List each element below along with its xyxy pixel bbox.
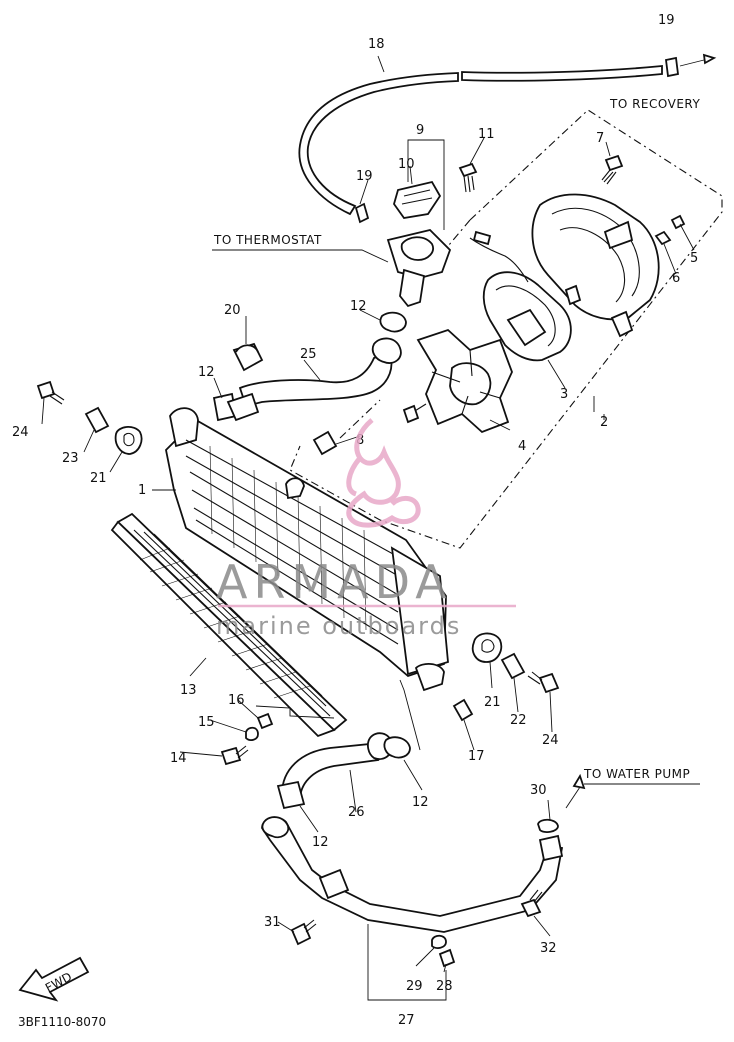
diagram-code: 3BF1110-8070 <box>18 1015 106 1029</box>
grommet-21-left <box>114 426 143 455</box>
bolt-5 <box>670 214 686 230</box>
label-17: 17 <box>468 749 485 764</box>
hose-leader <box>399 679 421 751</box>
bolt-24-left <box>36 380 65 405</box>
label-11: 11 <box>478 127 495 142</box>
recovery-hose <box>298 53 717 216</box>
label-24-left: 24 <box>12 425 29 440</box>
clamp-12-lower <box>383 736 411 759</box>
bolt-24-right <box>527 671 560 694</box>
label-2: 2 <box>600 415 608 430</box>
label-31: 31 <box>264 915 281 930</box>
fwd-label: FWD <box>43 970 74 996</box>
clip-19-left <box>354 202 370 224</box>
hose-26 <box>276 732 394 810</box>
bolt-7 <box>601 154 624 185</box>
label-24-right: 24 <box>542 733 559 748</box>
label-23: 23 <box>62 451 79 466</box>
assembly-outline <box>289 109 723 549</box>
fan-motor <box>469 230 572 362</box>
bolt-14 <box>220 745 249 766</box>
radiator-cap-20 <box>232 342 264 372</box>
label-18: 18 <box>368 37 385 52</box>
label-7: 7 <box>596 131 604 146</box>
clamp-12-top <box>379 311 407 333</box>
bracket-8 <box>312 430 338 456</box>
label-20: 20 <box>224 303 241 318</box>
fan-blade <box>402 328 513 434</box>
collar-23 <box>84 406 110 434</box>
pipe-27 <box>261 816 564 933</box>
label-32: 32 <box>540 941 557 956</box>
filler-neck <box>386 229 452 308</box>
label-9: 9 <box>416 123 424 138</box>
label-15: 15 <box>198 715 215 730</box>
note-to-thermostat: TO THERMOSTAT <box>213 233 322 247</box>
label-29: 29 <box>406 979 423 994</box>
fan-shroud <box>531 193 660 338</box>
grille-bracket-line <box>255 705 335 719</box>
note-to-recovery: TO RECOVERY <box>609 97 700 111</box>
label-21-right: 21 <box>484 695 501 710</box>
label-4: 4 <box>518 439 526 454</box>
nut-16 <box>256 712 274 730</box>
label-6: 6 <box>672 271 680 286</box>
note-to-water-pump: TO WATER PUMP <box>583 767 690 781</box>
label-3: 3 <box>560 387 568 402</box>
clip-17 <box>452 698 474 722</box>
watermark-logo-icon <box>346 418 421 528</box>
label-19-left: 19 <box>356 169 373 184</box>
label-12-left: 12 <box>198 365 215 380</box>
filler-cap <box>393 180 442 219</box>
label-5: 5 <box>690 251 698 266</box>
leader-lines <box>41 55 695 1001</box>
nut-6 <box>654 230 672 246</box>
label-16: 16 <box>228 693 245 708</box>
radiator-grille <box>110 512 348 738</box>
washer-29 <box>431 934 447 949</box>
bolt-31 <box>290 919 317 946</box>
watermark-brand: ARMADA <box>216 555 453 609</box>
label-27: 27 <box>398 1013 415 1028</box>
bolt-11 <box>458 162 478 193</box>
collar-22 <box>500 652 526 680</box>
bolt-32 <box>520 889 543 918</box>
fwd-arrow <box>18 956 90 1002</box>
water-pump-arrowhead <box>572 773 586 790</box>
watermark: ARMADA marine outboards <box>216 418 516 640</box>
grommet-21-right <box>471 632 503 663</box>
o-ring-30 <box>537 818 559 833</box>
label-26: 26 <box>348 805 365 820</box>
label-30: 30 <box>530 783 547 798</box>
label-10: 10 <box>398 157 415 172</box>
radiator <box>165 407 449 692</box>
label-12-lower: 12 <box>412 795 429 810</box>
label-14: 14 <box>170 751 187 766</box>
watermark-tagline: marine outboards <box>216 612 461 640</box>
label-12-bottom: 12 <box>312 835 329 850</box>
label-19-right: 19 <box>658 13 675 28</box>
label-22: 22 <box>510 713 527 728</box>
label-13: 13 <box>180 683 197 698</box>
elbow-hose <box>226 392 260 422</box>
bolt-28 <box>438 948 456 968</box>
water-pump-arrow <box>565 783 583 809</box>
label-1: 1 <box>138 483 146 498</box>
label-21-left: 21 <box>90 471 107 486</box>
label-12-top: 12 <box>350 299 367 314</box>
hose-25 <box>238 337 402 408</box>
part-labels: 1 2 3 4 5 6 7 8 9 10 11 12 12 12 12 13 1… <box>12 13 698 1028</box>
washer-15 <box>245 726 259 741</box>
label-25: 25 <box>300 347 317 362</box>
thermostat-line <box>212 249 389 263</box>
label-28: 28 <box>436 979 453 994</box>
